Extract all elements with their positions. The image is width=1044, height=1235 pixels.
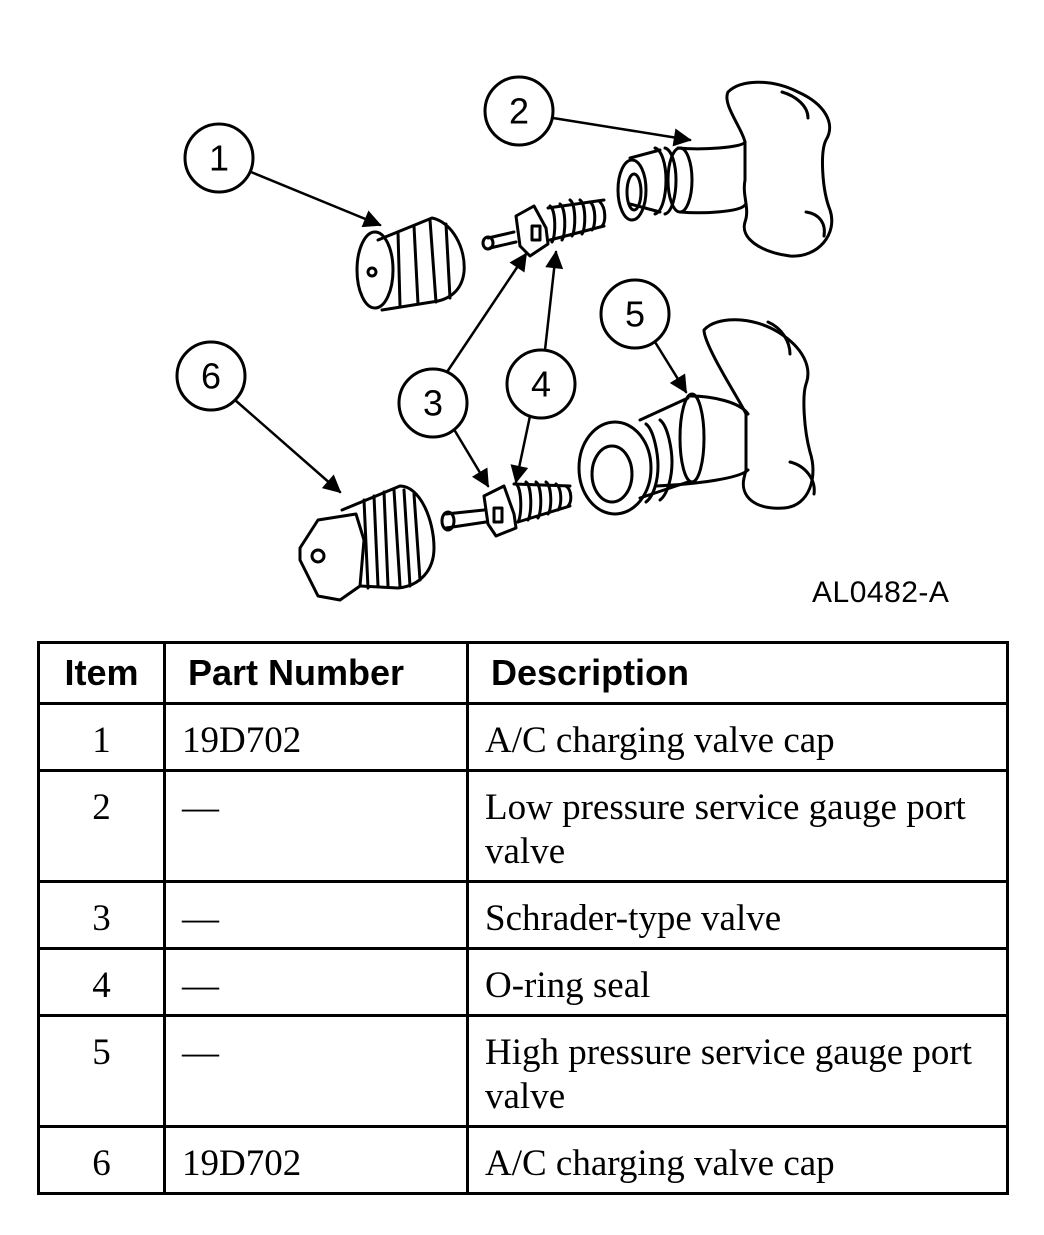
exploded-valve-diagram: 1 2 3 4 5 6: [175, 75, 834, 602]
item-cell: 3: [37, 880, 166, 950]
part-number-cell: —: [163, 769, 469, 883]
description-cell: A/C charging valve cap: [466, 1125, 1009, 1195]
description-cell: Low pressure service gauge port valve: [466, 769, 1009, 883]
table-row: 4 — O-ring seal: [37, 947, 1009, 1017]
callout-circle-2: [483, 75, 555, 147]
description-cell: High pressure service gauge port valve: [466, 1014, 1009, 1128]
leader-line-3b: [453, 429, 490, 488]
header-item: Item: [37, 641, 166, 705]
table-row: 2 — Low pressure service gauge port valv…: [37, 769, 1009, 883]
lower-schrader-valve: [440, 480, 573, 538]
header-part-number: Part Number: [163, 641, 469, 705]
leader-line-4a: [543, 250, 564, 352]
figure-id: AL0482-A: [812, 576, 950, 609]
item-cell: 6: [37, 1125, 166, 1195]
leader-line-5: [653, 340, 688, 394]
item-cell: 2: [37, 769, 166, 883]
callout-circle-1: [183, 122, 255, 194]
leader-line-6: [233, 398, 342, 494]
table-row: 6 19D702 A/C charging valve cap: [37, 1125, 1009, 1195]
leader-line-2: [551, 116, 692, 147]
description-cell: A/C charging valve cap: [466, 702, 1009, 772]
high-side-valve-cap: [298, 484, 436, 602]
item-cell: 1: [37, 702, 166, 772]
part-number-cell: —: [163, 880, 469, 950]
table-row: 1 19D702 A/C charging valve cap: [37, 702, 1009, 772]
part-number-cell: 19D702: [163, 1125, 469, 1195]
callout-label-3: 3: [423, 383, 443, 424]
part-number-cell: —: [163, 1014, 469, 1128]
callout-circle-4: [505, 348, 577, 420]
table-row: 3 — Schrader-type valve: [37, 880, 1009, 950]
callout-label-2: 2: [509, 91, 529, 132]
part-number-cell: 19D702: [163, 702, 469, 772]
callout-label-5: 5: [625, 294, 645, 335]
item-cell: 5: [37, 1014, 166, 1128]
callout-label-6: 6: [201, 356, 221, 397]
leader-line-3a: [445, 252, 528, 374]
high-pressure-port-valve: [577, 318, 816, 516]
table-header-row: Item Part Number Description: [37, 641, 1009, 705]
table-row: 5 — High pressure service gauge port val…: [37, 1014, 1009, 1128]
callout-label-1: 1: [209, 138, 229, 179]
description-cell: Schrader-type valve: [466, 880, 1009, 950]
callout-circle-3: [397, 367, 469, 439]
low-side-valve-cap: [355, 216, 466, 312]
upper-schrader-valve: [481, 198, 607, 258]
leader-line-1: [249, 170, 382, 228]
part-number-cell: —: [163, 947, 469, 1017]
item-cell: 4: [37, 947, 166, 1017]
callout-label-4: 4: [531, 364, 551, 405]
leader-line-4b: [510, 414, 532, 484]
low-pressure-port-valve: [616, 80, 834, 258]
callout-circle-6: [175, 340, 247, 412]
parts-table: Item Part Number Description 1 19D702 A/…: [37, 641, 1009, 1195]
header-description: Description: [466, 641, 1009, 705]
description-cell: O-ring seal: [466, 947, 1009, 1017]
callout-circle-5: [599, 278, 671, 350]
